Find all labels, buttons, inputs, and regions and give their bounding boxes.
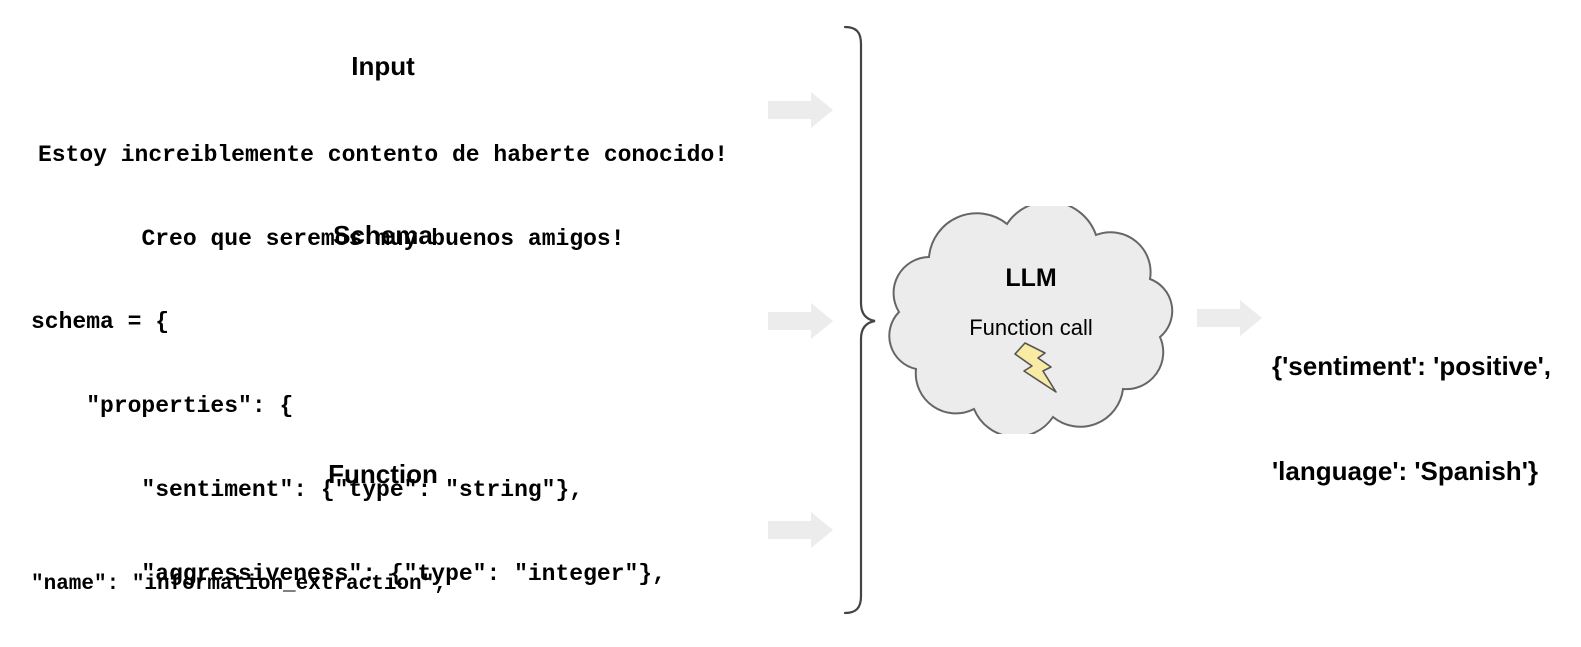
- output-arrow-right-icon: [1197, 300, 1262, 336]
- output-line: 'language': 'Spanish'}: [1272, 456, 1538, 486]
- input-line: Estoy increiblemente contento de haberte…: [37, 142, 729, 168]
- arrow-shape: [1197, 300, 1262, 336]
- function-code-block: "name": "information_extraction", "descr…: [31, 489, 737, 647]
- function-arrow-right-icon: [768, 512, 833, 548]
- cloud-outline: [888, 206, 1174, 434]
- arrow-shape: [768, 92, 833, 128]
- output-result-block: {'sentiment': 'positive', 'language': 'S…: [1272, 279, 1551, 559]
- function-call-label: Function call: [969, 315, 1093, 340]
- curly-brace-icon: [843, 25, 876, 615]
- input-section-title: Input: [351, 51, 415, 81]
- lightning-bolt-icon: [1014, 342, 1057, 393]
- function-section-title: Function: [328, 459, 438, 489]
- arrow-shape: [768, 512, 833, 548]
- output-line: {'sentiment': 'positive',: [1272, 351, 1552, 381]
- schema-code-line: "sentiment": {"type": "string"},: [31, 477, 584, 503]
- schema-code-block: schema = { "properties": { "sentiment": …: [31, 252, 666, 647]
- curly-brace-path: [843, 25, 876, 615]
- llm-label: LLM: [1005, 264, 1057, 292]
- input-text-block: Estoy increiblemente contento de haberte…: [0, 85, 766, 309]
- input-arrow-right-icon: [768, 92, 833, 128]
- schema-code-line: "language": {"type": "string"},: [31, 644, 666, 647]
- schema-arrow-right-icon: [768, 303, 833, 339]
- schema-code-line: schema = {: [31, 309, 170, 335]
- bolt-shape: [1014, 342, 1057, 393]
- function-code-line: "name": "information_extraction",: [31, 573, 447, 596]
- schema-section-title: Schema: [333, 220, 433, 250]
- input-line: Creo que seremos muy buenos amigos!: [141, 226, 625, 252]
- schema-code-line: "properties": {: [31, 393, 294, 419]
- llm-cloud-shape: [888, 206, 1174, 434]
- schema-code-line: "aggressiveness": {"type": "integer"},: [31, 561, 666, 587]
- arrow-shape: [768, 303, 833, 339]
